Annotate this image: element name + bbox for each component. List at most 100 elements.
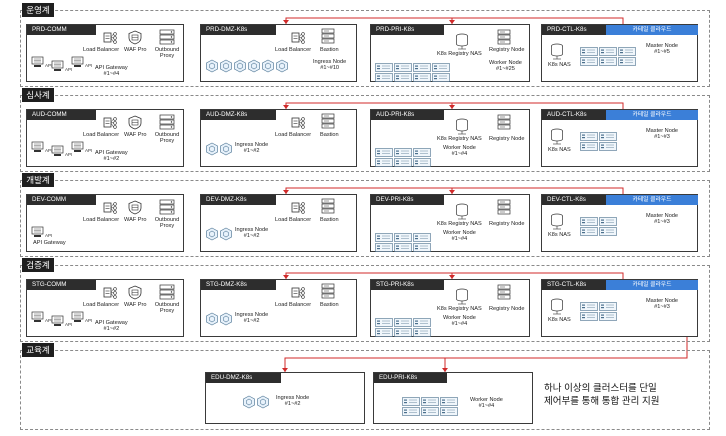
waf-label: WAF Pro (124, 217, 147, 223)
worker-node-icon (413, 239, 431, 252)
worker-node-icon (394, 239, 412, 252)
pri-title: AUD-PRI-K8s (371, 110, 444, 120)
worker-node-icon (402, 393, 420, 406)
bastion-icon (321, 198, 335, 214)
svg-text:API: API (45, 63, 52, 68)
worker-node-icon (394, 324, 412, 337)
load-balancer-icon (103, 286, 118, 300)
dmz-title: STG-DMZ-K8s (201, 280, 276, 290)
k8s-nas-label: K8s NAS (548, 317, 571, 323)
comm-title: PRD-COMM (27, 25, 96, 35)
arrow-dmz-3 (283, 275, 289, 279)
registry-nas-label: K8s Registry NAS (437, 136, 482, 142)
k8s-nas-label: K8s NAS (548, 232, 571, 238)
master-node-icon (599, 213, 617, 226)
svg-text:API: API (45, 233, 52, 238)
lb-label: Load Balancer (275, 302, 312, 308)
proxy-label: Outbound Proxy (154, 302, 180, 315)
registry-node-label: Registry Node (489, 306, 525, 312)
edu-pri-title: EDU-PRI-K8s (374, 373, 447, 383)
worker-node-icon (394, 314, 412, 327)
cloud-header: 카테일 클라우드 (606, 195, 698, 205)
registry-node-icon (497, 199, 511, 215)
arrow-pri-0 (449, 20, 455, 24)
worker-label: Worker Node#1~#4 (470, 397, 503, 410)
k8s-nas-icon (550, 43, 564, 60)
master-node-icon (618, 43, 636, 56)
master-node-icon (580, 298, 598, 311)
ingress-label: Ingress Node#1~#2 (235, 227, 269, 240)
env-group-edu (20, 350, 710, 430)
worker-node-icon (413, 144, 431, 157)
api-gateway-label: API Gateway#1~#2 (95, 150, 128, 163)
svg-text:API: API (85, 318, 92, 323)
api-gateway-label: API Gateway#1~#4 (95, 65, 128, 78)
master-node-icon (599, 128, 617, 141)
env-tag: 교육계 (22, 343, 54, 357)
svg-text:API: API (65, 322, 72, 327)
master-node-icon (599, 53, 617, 66)
worker-node-icon (413, 154, 431, 167)
ctl-title: PRD-CTL-K8s (542, 25, 613, 35)
registry-node-label: Registry Node (489, 221, 525, 227)
api-gateway-icon: API (31, 140, 53, 154)
k8s-nas-label: K8s NAS (548, 62, 571, 68)
waf-icon (128, 115, 142, 130)
ingress-label: Ingress Node#1~#2 (276, 395, 310, 408)
api-gateway-icon: API (31, 55, 53, 69)
api-gateway-icon: API (71, 55, 93, 69)
lb-label: Load Balancer (275, 47, 312, 53)
worker-node-icon (375, 154, 393, 167)
worker-label: Worker Node#1~#4 (443, 230, 476, 243)
bastion-icon (321, 28, 335, 44)
arrow-pri-3 (449, 275, 455, 279)
ingress-node-icon (205, 59, 219, 73)
proxy-label: Outbound Proxy (154, 132, 180, 145)
api-gateway-icon: API (51, 59, 73, 73)
ingress-node-icon (247, 59, 261, 73)
registry-node-icon (497, 284, 511, 300)
worker-node-icon (375, 229, 393, 242)
worker-node-icon (394, 154, 412, 167)
svg-text:API: API (45, 148, 52, 153)
master-label: Master Node#1~#3 (646, 128, 679, 141)
dmz-title: AUD-DMZ-K8s (201, 110, 276, 120)
load-balancer-icon (103, 31, 118, 45)
registry-nas-label: K8s Registry NAS (437, 51, 482, 57)
api-gateway-icon: API (51, 144, 73, 158)
proxy-icon (159, 199, 175, 215)
api-gateway-label: API Gateway#1~#2 (95, 320, 128, 333)
registry-nas-icon (455, 203, 469, 220)
worker-node-icon (394, 59, 412, 72)
ingress-label: Ingress Node#1~#10 (313, 59, 347, 72)
cloud-header: 카테일 클라우드 (606, 25, 698, 35)
env-tag: 운영계 (22, 3, 54, 17)
worker-node-icon (432, 59, 450, 72)
api-gateway-icon: API (71, 310, 93, 324)
load-balancer-icon (291, 31, 306, 45)
ingress-node-icon (219, 227, 233, 241)
ingress-node-icon (256, 395, 270, 409)
master-node-icon (599, 308, 617, 321)
dmz-title: PRD-DMZ-K8s (201, 25, 276, 35)
pri-title: DEV-PRI-K8s (371, 195, 444, 205)
worker-node-icon (421, 403, 439, 416)
load-balancer-icon (291, 201, 306, 215)
api-gateway-icon: API (31, 310, 53, 324)
registry-nas-icon (455, 33, 469, 50)
master-node-icon (599, 43, 617, 56)
master-node-icon (580, 308, 598, 321)
master-node-icon (580, 128, 598, 141)
ingress-node-icon (205, 312, 219, 326)
waf-icon (128, 200, 142, 215)
comm-title: AUD-COMM (27, 110, 96, 120)
summary-line: 제어부를 통해 통합 관리 지원 (544, 396, 660, 407)
